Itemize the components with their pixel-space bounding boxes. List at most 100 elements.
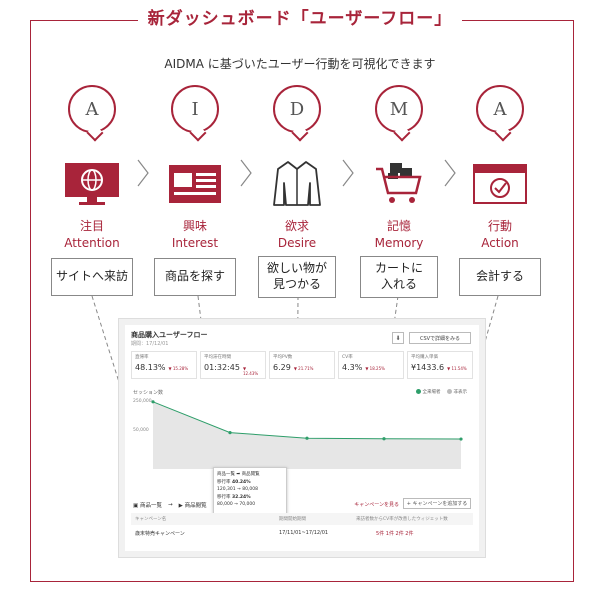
- kpi-delta: ▼ 11.54%: [447, 366, 467, 371]
- download-icon[interactable]: ⬇: [392, 332, 404, 344]
- filter-label: 商品閲覧: [184, 503, 207, 509]
- kpi-label: CV率: [342, 355, 353, 360]
- table-row[interactable]: 歳末特売キャンペーン 17/11/01~17/12/01 5件 1件 2件 2件: [131, 527, 473, 541]
- map-pin-icon: I: [171, 85, 219, 133]
- kpi-label: 平均PV数: [273, 355, 293, 360]
- filter-item[interactable]: ▶ 商品閲覧: [178, 503, 207, 509]
- filter-label: 商品一覧: [139, 503, 162, 509]
- kpi-delta: ▼ 21.71%: [293, 366, 314, 371]
- stage-label-jp: 注目: [79, 219, 104, 233]
- stage-desire: D 欲求 Desire: [252, 85, 342, 250]
- campaign-name: 歳末特売キャンペーン: [135, 531, 185, 537]
- stage-label-en: Memory: [374, 236, 424, 250]
- chevron-right-icon: [342, 159, 354, 187]
- stage-letter: I: [191, 98, 199, 120]
- action-box: サイトへ来訪: [51, 258, 133, 296]
- stage-attention: A 注目 Attention: [47, 85, 137, 250]
- campaign-counts: 5件 1件 2件 2件: [376, 531, 414, 537]
- csv-button-label: CSVで詳細をみる: [419, 335, 461, 342]
- kpi-delta: ▼ 15.28%: [168, 366, 189, 371]
- map-pin-icon: M: [375, 85, 423, 133]
- data-point[interactable]: [228, 431, 232, 435]
- page-subtitle: AIDMA に基づいたユーザー行動を可視化できます: [164, 57, 436, 71]
- kpi-card: 直帰率 48.13%▼ 15.28%: [131, 351, 197, 379]
- kpi-label: 直帰率: [135, 355, 149, 360]
- kpi-value: 6.29: [273, 363, 291, 372]
- kpi-value: 48.13%: [135, 363, 166, 372]
- column-header: 期間開始期間: [279, 517, 306, 522]
- action-box: 商品を探す: [154, 258, 236, 296]
- action-box: カートに 入れる: [360, 256, 438, 298]
- filter-breadcrumb: ▣ 商品一覧 → ▶ 商品閲覧: [133, 501, 207, 509]
- tooltip-header: 商品一覧 ➡ 商品閲覧: [217, 472, 260, 477]
- checkmark-window-icon: [455, 159, 545, 209]
- stage-label-en: Attention: [64, 236, 120, 250]
- chart-plot: 250,000 50,000: [133, 398, 463, 469]
- stage-letter: M: [389, 98, 409, 120]
- action-box: 欲しい物が 見つかる: [258, 256, 336, 298]
- dashboard-screenshot: 商品購入ユーザーフロー 期間：17/12/01 ⬇ CSVで詳細をみる 直帰率 4…: [118, 318, 486, 558]
- stage-label-jp: 欲求: [284, 219, 309, 233]
- kpi-label: 平均滞在時間: [204, 355, 231, 360]
- stage-label-jp: 記憶: [386, 219, 411, 233]
- legend-label: 非表示: [453, 390, 468, 395]
- legend-label: 全来場者: [422, 390, 441, 395]
- stage-label-en: Action: [481, 236, 519, 250]
- add-campaign-button[interactable]: + キャンペーンを追加する: [403, 498, 471, 509]
- stage-letter: D: [289, 98, 305, 120]
- page-title: 新ダッシュボード「ユーザーフロー」: [137, 4, 463, 29]
- legend-item[interactable]: 非表示: [446, 389, 468, 395]
- tooltip-row2-value: 32.24%: [231, 495, 251, 500]
- stage-label-en: Interest: [171, 236, 219, 250]
- add-campaign-label: + キャンペーンを追加する: [406, 501, 468, 507]
- tooltip-row1-label: 移行率: [217, 480, 231, 485]
- data-point[interactable]: [459, 437, 463, 441]
- kpi-delta: ▼ 18.25%: [365, 366, 385, 371]
- legend-item[interactable]: 全来場者: [415, 389, 441, 395]
- kpi-card: 平均滞在時間 01:32:45▼ 12.43%: [200, 351, 266, 379]
- chart-legend: 全来場者 非表示: [415, 389, 468, 395]
- stage-letter: A: [85, 98, 99, 120]
- map-pin-icon: A: [68, 85, 116, 133]
- data-point[interactable]: [382, 437, 386, 441]
- action-box: 会計する: [459, 258, 541, 296]
- table-header: キャンペーン名 期間開始期間 来訪者数からCV率が改善したウィジェット数: [131, 513, 473, 525]
- data-point[interactable]: [151, 400, 155, 404]
- kpi-delta: ▼ 12.43%: [242, 366, 259, 376]
- coat-icon: [252, 159, 342, 209]
- chevron-right-icon: [137, 159, 149, 187]
- stage-letter: A: [493, 98, 507, 120]
- campaign-period: 17/11/01~17/12/01: [279, 530, 329, 536]
- tooltip-row1-sub: 120,301 → 80,008: [217, 487, 258, 492]
- map-pin-icon: D: [273, 85, 321, 133]
- view-campaign-label: キャンペーンを見る: [354, 502, 399, 508]
- monitor-globe-icon: [47, 159, 137, 209]
- dashboard-period: 期間：17/12/01: [131, 341, 169, 347]
- tooltip-row2-sub: 80,000 → 70,000: [217, 502, 256, 507]
- browser-window-icon: [150, 159, 240, 209]
- csv-detail-button[interactable]: CSVで詳細をみる: [409, 332, 471, 344]
- arrow-right-icon: →: [167, 502, 173, 508]
- view-campaign-link[interactable]: キャンペーンを見る: [354, 501, 399, 508]
- y-tick-label: 250,000: [133, 398, 152, 404]
- stage-memory: M 記憶 Memory: [354, 85, 444, 250]
- kpi-label: 平均購入単価: [411, 355, 438, 360]
- filter-item[interactable]: ▣ 商品一覧: [133, 503, 162, 509]
- chevron-right-icon: [240, 159, 252, 187]
- tooltip-row1-value: 40.24%: [231, 480, 251, 485]
- data-point[interactable]: [305, 436, 309, 440]
- column-header: キャンペーン名: [135, 517, 167, 522]
- kpi-card: 平均購入単価¥1433.6▼ 11.54%: [407, 351, 473, 379]
- chart-area-fill: [153, 401, 461, 469]
- y-tick-label: 50,000: [133, 427, 149, 433]
- dashboard-title: 商品購入ユーザーフロー: [131, 331, 208, 339]
- kpi-value: 01:32:45: [204, 363, 240, 372]
- shopping-cart-icon: [354, 159, 444, 209]
- stage-label-en: Desire: [277, 236, 317, 250]
- column-header: 来訪者数からCV率が改善したウィジェット数: [356, 517, 448, 522]
